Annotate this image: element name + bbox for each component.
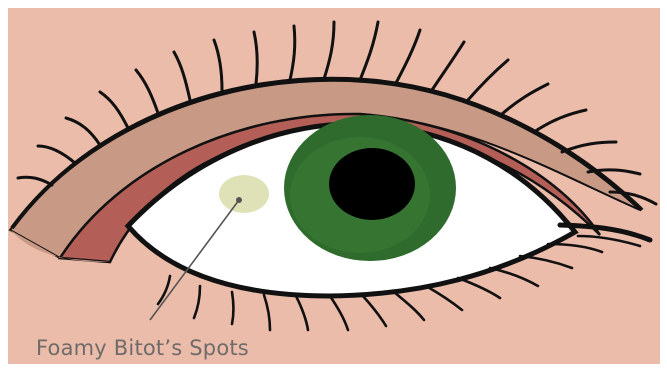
callout-label: Foamy Bitot’s Spots bbox=[36, 336, 249, 360]
pupil bbox=[329, 148, 415, 220]
bitot-spot bbox=[219, 175, 269, 213]
